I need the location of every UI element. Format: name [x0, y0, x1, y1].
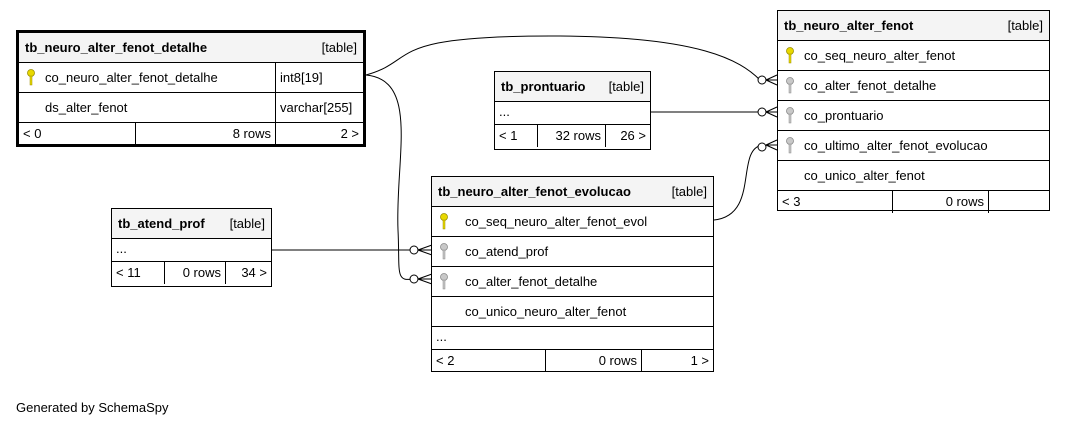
table-name: tb_atend_prof [118, 216, 205, 231]
relation-end-circle [757, 142, 767, 152]
column-name: co_alter_fenot_detalhe [465, 274, 598, 289]
table-tb-prontuario[interactable]: tb_prontuario [table] ... < 1 32 rows 26… [494, 71, 651, 150]
row-count: 0 rows [164, 262, 225, 284]
table-header: tb_prontuario [table] [495, 72, 650, 102]
column-name: co_unico_neuro_alter_fenot [465, 304, 627, 319]
children-link[interactable]: 1 > [641, 350, 713, 372]
column-name: co_prontuario [804, 108, 884, 123]
table-header: tb_neuro_alter_fenot [table] [778, 11, 1049, 41]
relation-evolucao-to-fenot [713, 144, 763, 221]
table-footer: < 11 0 rows 34 > [112, 262, 271, 284]
parents-link[interactable]: < 0 [23, 126, 42, 141]
relation-end-circle [757, 107, 767, 117]
foreign-key-icon [786, 137, 794, 154]
column-name: co_seq_neuro_alter_fenot_evol [465, 214, 648, 229]
table-header: tb_atend_prof [table] [112, 209, 271, 239]
relation-end-circle [409, 274, 419, 284]
primary-key-icon [786, 47, 794, 64]
parents-link[interactable]: < 1 [499, 128, 518, 143]
table-footer: < 3 0 rows [778, 191, 1049, 213]
table-header: tb_neuro_alter_fenot_evolucao [table] [432, 177, 713, 207]
column-name: co_alter_fenot_detalhe [804, 78, 937, 93]
table-footer: < 2 0 rows 1 > [432, 350, 713, 372]
column-row[interactable]: co_alter_fenot_detalhe [432, 267, 713, 297]
table-footer: < 1 32 rows 26 > [495, 125, 650, 147]
foreign-key-icon [440, 243, 448, 260]
column-type: varchar[255] [275, 93, 363, 122]
table-tb-neuro-alter-fenot-detalhe[interactable]: tb_neuro_alter_fenot_detalhe [table] co_… [16, 30, 366, 147]
row-count: 32 rows [537, 125, 605, 147]
foreign-key-icon [786, 107, 794, 124]
table-name: tb_neuro_alter_fenot_detalhe [25, 40, 208, 55]
column-row[interactable]: co_atend_prof [432, 237, 713, 267]
table-kind-label: [table] [671, 184, 707, 199]
column-name: ds_alter_fenot [45, 100, 128, 115]
table-name: tb_prontuario [501, 79, 586, 94]
collapsed-columns: ... [112, 239, 271, 262]
primary-key-icon [440, 213, 448, 230]
table-name: tb_neuro_alter_fenot [784, 18, 914, 33]
column-row[interactable]: co_prontuario [778, 101, 1049, 131]
collapsed-columns: ... [495, 102, 650, 125]
column-row[interactable]: co_neuro_alter_fenot_detalhe int8[19] [19, 63, 363, 93]
children-link[interactable]: 34 > [225, 262, 271, 284]
parents-link[interactable]: < 3 [782, 194, 801, 209]
table-header: tb_neuro_alter_fenot_detalhe [table] [19, 33, 363, 63]
column-row[interactable]: co_seq_neuro_alter_fenot_evol [432, 207, 713, 237]
relation-detalhe-to-evolucao [365, 74, 413, 280]
foreign-key-icon [440, 273, 448, 290]
relation-detalhe-to-fenot [365, 35, 761, 81]
table-footer: < 0 8 rows 2 > [19, 123, 363, 145]
children-link[interactable] [988, 191, 1049, 213]
ellipsis-text: ... [436, 329, 447, 344]
row-count: 0 rows [892, 191, 988, 213]
column-name: co_neuro_alter_fenot_detalhe [45, 70, 218, 85]
ellipsis-text: ... [499, 104, 510, 119]
column-name: co_ultimo_alter_fenot_evolucao [804, 138, 988, 153]
table-tb-atend-prof[interactable]: tb_atend_prof [table] ... < 11 0 rows 34… [111, 208, 272, 287]
table-kind-label: [table] [608, 79, 644, 94]
parents-link[interactable]: < 2 [436, 353, 455, 368]
table-tb-neuro-alter-fenot-evolucao[interactable]: tb_neuro_alter_fenot_evolucao [table] co… [431, 176, 714, 372]
row-count: 0 rows [545, 350, 641, 372]
column-type: int8[19] [275, 63, 363, 92]
generated-by-credit: Generated by SchemaSpy [16, 400, 169, 415]
column-row[interactable]: co_seq_neuro_alter_fenot [778, 41, 1049, 71]
column-row[interactable]: co_unico_alter_fenot [778, 161, 1049, 191]
table-tb-neuro-alter-fenot[interactable]: tb_neuro_alter_fenot [table] co_seq_neur… [777, 10, 1050, 213]
column-name: co_seq_neuro_alter_fenot [804, 48, 956, 63]
foreign-key-icon [786, 77, 794, 94]
table-name: tb_neuro_alter_fenot_evolucao [438, 184, 631, 199]
crowfoot-fenot-ultimo [765, 139, 778, 151]
column-row[interactable]: ds_alter_fenot varchar[255] [19, 93, 363, 123]
primary-key-icon [27, 69, 35, 86]
crowfoot-fenot-prontuario [765, 106, 778, 118]
table-kind-label: [table] [321, 40, 357, 55]
column-row[interactable]: co_unico_neuro_alter_fenot [432, 297, 713, 327]
ellipsis-text: ... [116, 241, 127, 256]
collapsed-columns: ... [432, 327, 713, 350]
children-link[interactable]: 2 > [275, 123, 363, 145]
column-name: co_atend_prof [465, 244, 549, 259]
relation-end-circle [409, 245, 419, 255]
crowfoot-fenot-detalhe [765, 74, 778, 86]
column-row[interactable]: co_alter_fenot_detalhe [778, 71, 1049, 101]
parents-link[interactable]: < 11 [116, 265, 141, 280]
table-kind-label: [table] [229, 216, 265, 231]
row-count: 8 rows [135, 123, 275, 145]
crowfoot-evolucao-detalhe [417, 273, 433, 285]
table-kind-label: [table] [1007, 18, 1043, 33]
children-link[interactable]: 26 > [605, 125, 650, 147]
crowfoot-evolucao-atend [417, 244, 433, 256]
column-name: co_unico_alter_fenot [804, 168, 925, 183]
column-row[interactable]: co_ultimo_alter_fenot_evolucao [778, 131, 1049, 161]
relation-end-circle [757, 75, 767, 85]
